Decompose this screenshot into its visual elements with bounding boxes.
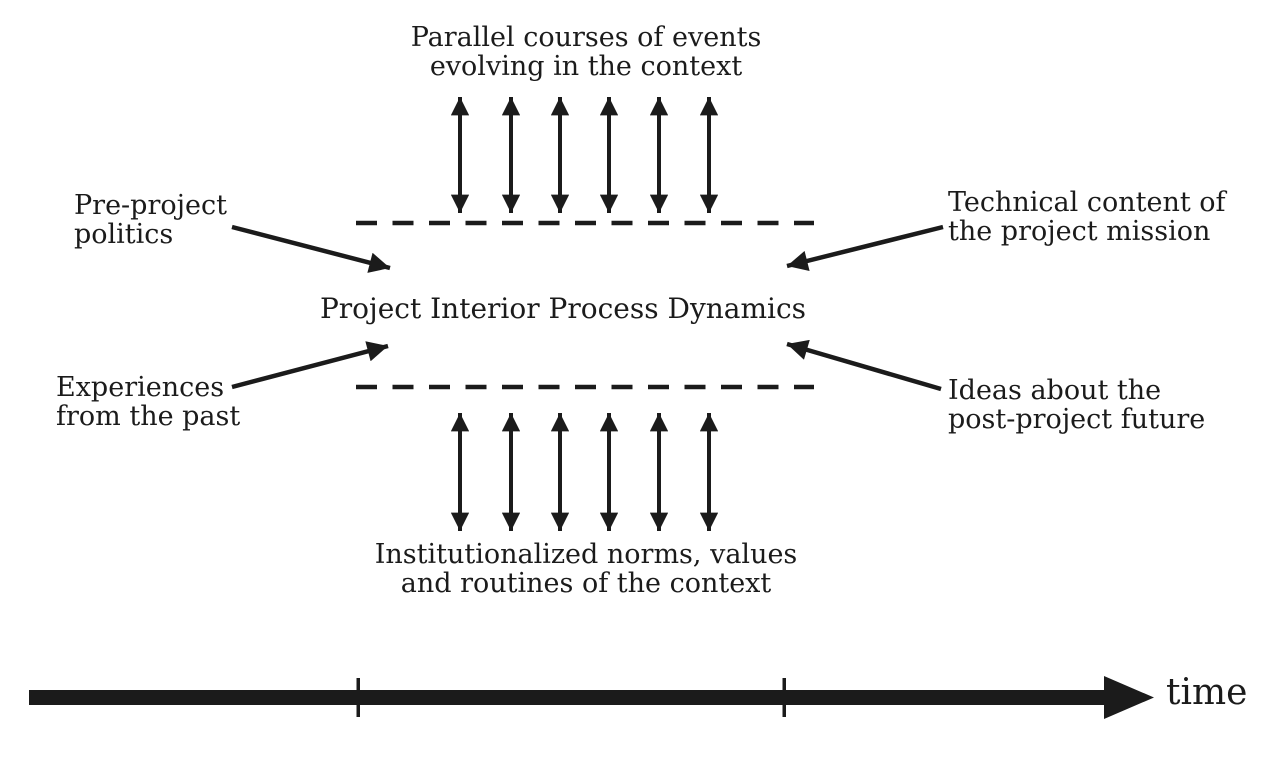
timeline-arrowhead-icon xyxy=(1104,676,1154,719)
experiences-from-past-label: Experiences from the past xyxy=(56,372,241,432)
context-bottom-label: Institutionalized norms, values and rout… xyxy=(374,539,798,599)
timeline-tick-2 xyxy=(782,678,786,717)
pre-project-politics-label: Pre-project politics xyxy=(74,190,227,250)
timeline-tick-1 xyxy=(356,678,360,717)
pre-project-arrow-icon xyxy=(231,224,391,273)
center-process-title: Project Interior Process Dynamics xyxy=(319,292,807,325)
context-top-label: Parallel courses of events evolving in t… xyxy=(410,22,762,82)
timeline-time-label: time xyxy=(1166,672,1248,713)
technical-content-label: Technical content of the project mission xyxy=(948,187,1226,247)
bottom-exchange-arrows xyxy=(450,413,719,531)
top-exchange-arrows xyxy=(450,97,719,213)
timeline xyxy=(29,676,1154,719)
post-project-ideas-arrow-icon xyxy=(786,339,942,392)
post-project-ideas-label: Ideas about the post-project future xyxy=(948,375,1206,435)
influence-arrows xyxy=(231,224,944,392)
technical-content-arrow-icon xyxy=(786,224,944,272)
experiences-arrow-icon xyxy=(231,341,389,390)
timeline-bar xyxy=(29,690,1110,705)
